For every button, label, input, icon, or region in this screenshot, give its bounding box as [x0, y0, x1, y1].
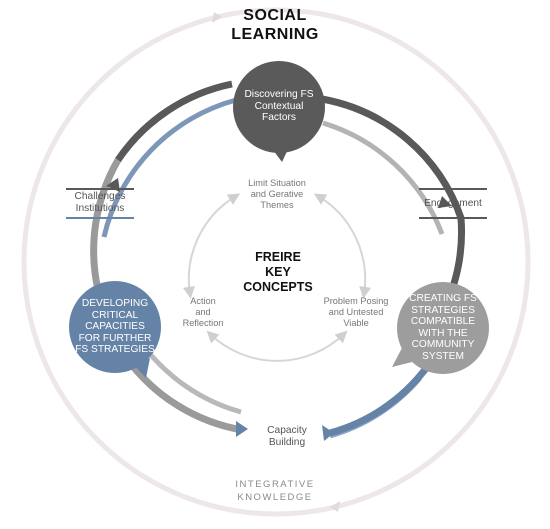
freire-key-concepts-title: FREIRE KEY CONCEPTS — [243, 250, 313, 294]
node-top — [233, 61, 325, 162]
node-left — [69, 281, 161, 378]
outer-ring-arrow-icon — [212, 12, 222, 23]
challenges-top-bar — [66, 188, 134, 190]
outer-ring — [21, 7, 531, 517]
cycle-arc-top-right — [321, 95, 465, 220]
cycle-arc-bottom-right — [329, 358, 435, 437]
cycle-arc-top-left — [115, 80, 233, 162]
engagement-bottom-bar — [419, 217, 487, 219]
social-learning-title: SOCIAL LEARNING — [231, 7, 319, 43]
outer-ring-arrow-icon — [330, 501, 340, 512]
cycle-arc-bottom-left — [125, 357, 243, 434]
cycle-ring — [90, 80, 465, 439]
arrow-head-icon — [438, 196, 452, 208]
capacity-building-label: Capacity Building — [267, 425, 307, 448]
node-right-label: CREATING FS STRATEGIES COMPATIBLE WITH T… — [409, 293, 477, 362]
concept-limit-situation: Limit Situation and Gerative Themes — [248, 178, 306, 210]
challenges-bottom-bar — [66, 217, 134, 219]
concept-action-reflection: Action and Reflection — [182, 296, 224, 328]
engagement-label: Engagement — [424, 198, 482, 209]
node-right — [392, 282, 489, 374]
node-top-label: Discovering FS Contextual Factors — [244, 89, 314, 123]
cycle-arc-left — [90, 158, 122, 291]
integrative-knowledge-label: INTEGRATIVE KNOWLEDGE — [235, 479, 315, 503]
engagement-top-bar — [419, 188, 487, 190]
concept-problem-posing: Problem Posing and Untested Viable — [323, 296, 389, 328]
inner-concept-ring — [182, 193, 372, 362]
challenges-institutions-label: Challenges Institutions — [74, 191, 126, 214]
arrow-head-icon — [322, 425, 334, 441]
arrow-head-icon — [236, 421, 248, 437]
node-left-label: DEVELOPING CRITICAL CAPACITIES FOR FURTH… — [75, 298, 155, 355]
